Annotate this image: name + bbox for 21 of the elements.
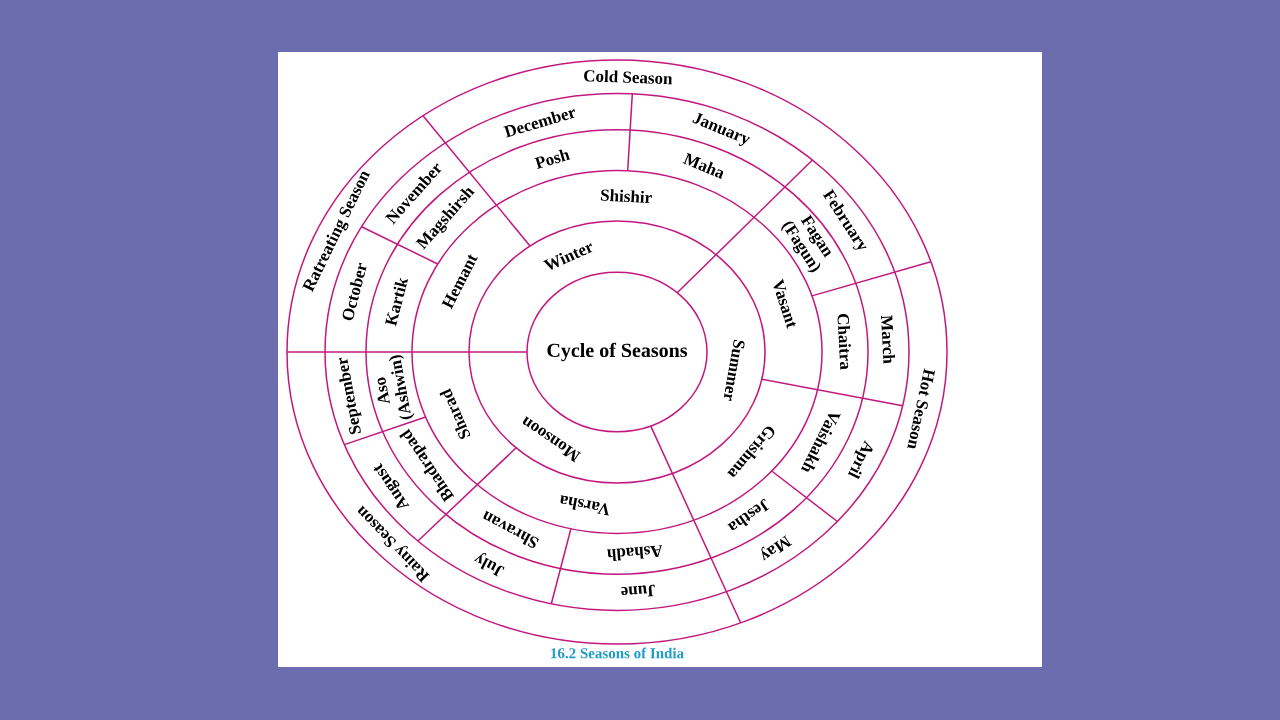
season-label: Summer: [723, 339, 745, 402]
season-label: Winter: [543, 243, 593, 270]
season-label: Aso (Ashwin): [377, 355, 415, 420]
segment-label: May: [761, 535, 793, 561]
segment-label: March: [881, 315, 896, 364]
figure-caption: 16.2 Seasons of India: [551, 647, 684, 659]
segment-label: July: [474, 552, 505, 577]
season-label: Maha: [682, 152, 724, 179]
segment-label: September: [339, 357, 362, 435]
segment-label: April: [847, 440, 873, 479]
segment-label: Hot Season: [907, 368, 936, 449]
season-label: Ashadh: [606, 545, 663, 561]
season-label: Posh: [534, 149, 571, 169]
season-label: Chaitra: [837, 313, 851, 370]
cycle-title: Cycle of Seasons: [547, 342, 688, 362]
segment-label: June: [621, 584, 655, 597]
season-label: Kartik: [385, 277, 409, 327]
season-label: Vasant: [773, 278, 796, 329]
segment-label: Cold Season: [584, 70, 673, 85]
season-label: Shishir: [600, 189, 652, 204]
season-label: Varsha: [560, 495, 609, 516]
